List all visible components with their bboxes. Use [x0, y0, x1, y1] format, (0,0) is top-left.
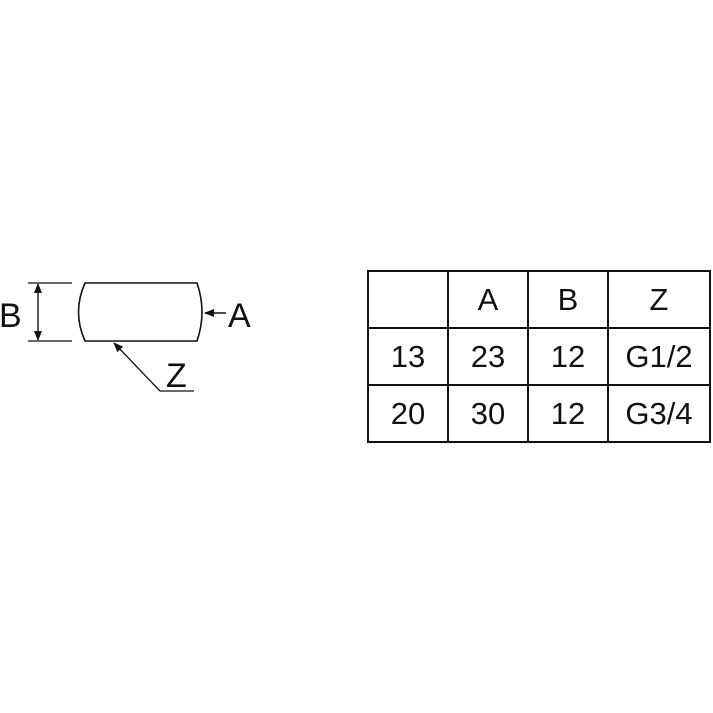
table-cell: G1/2 [607, 327, 711, 386]
table-header-cell-b: B [527, 270, 609, 329]
table-cell: 12 [527, 384, 609, 443]
table-cell: 13 [367, 327, 449, 386]
table-cell: 20 [367, 384, 449, 443]
table-cell: 12 [527, 327, 609, 386]
table-header-cell-z: Z [607, 270, 711, 329]
table-header-row: A B Z [367, 270, 711, 329]
table-cell: 23 [447, 327, 529, 386]
table-row: 13 23 12 G1/2 [367, 327, 711, 386]
part-body-outline [77, 282, 203, 342]
spec-table: A B Z 13 23 12 G1/2 20 30 12 G3/4 [367, 270, 711, 443]
z-leader-arrow [113, 342, 161, 392]
label-b: B [0, 297, 22, 335]
label-z: Z [166, 357, 187, 395]
table-header-cell-a: A [447, 270, 529, 329]
table-cell: 30 [447, 384, 529, 443]
label-a: A [228, 297, 251, 335]
table-header-cell-blank [367, 270, 449, 329]
table-cell: G3/4 [607, 384, 711, 443]
table-row: 20 30 12 G3/4 [367, 384, 711, 443]
